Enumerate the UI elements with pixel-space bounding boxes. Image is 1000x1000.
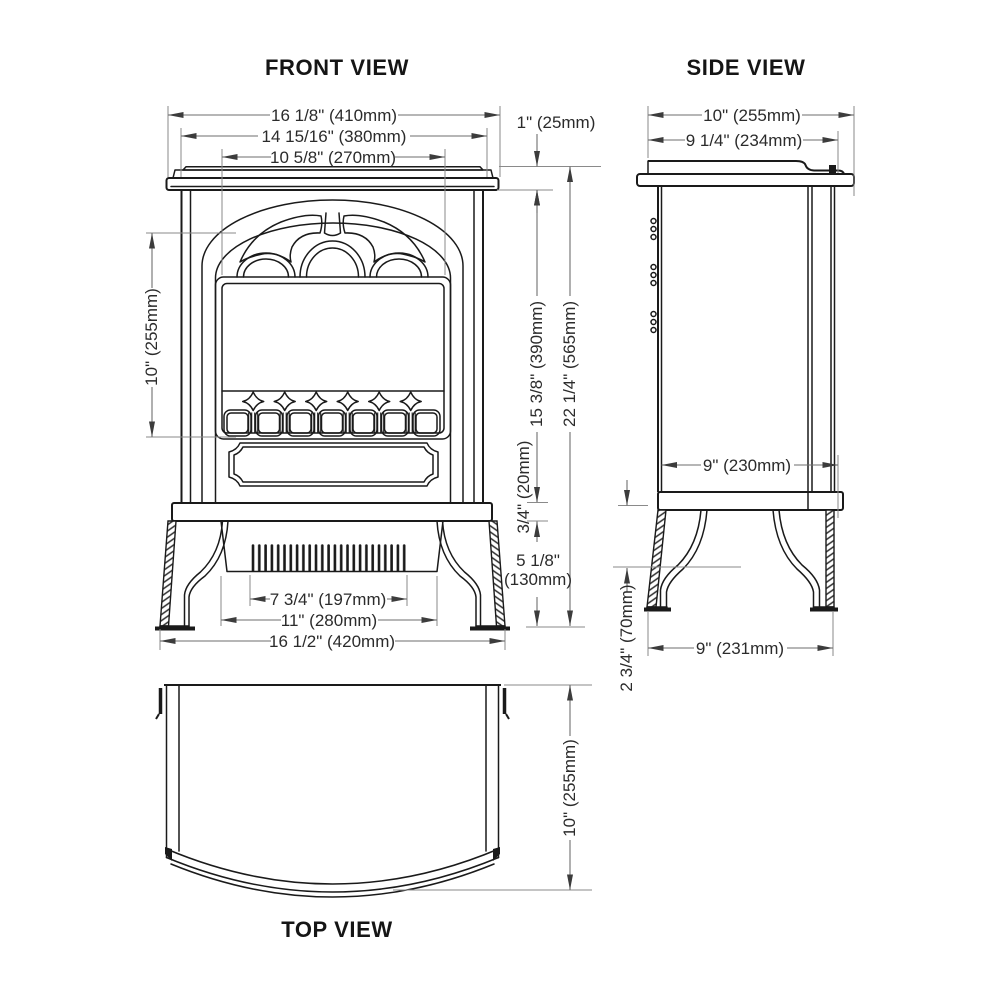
base-plate — [171, 502, 493, 522]
front-right-leg — [435, 519, 512, 631]
dim-front-window-height: 10" (255mm) — [142, 288, 161, 386]
dim-front-overall-width-top: 16 1/8" (410mm) — [271, 106, 397, 125]
dim-front-overall-width: 16 1/2" (420mm) — [269, 632, 395, 651]
side-base-plate — [657, 491, 844, 511]
dim-side-plate-depth: 9 1/4" (234mm) — [686, 131, 803, 150]
dim-side-overall-depth: 10" (255mm) — [703, 106, 801, 125]
front-left-leg — [155, 520, 229, 631]
fretwork-hatching — [248, 412, 416, 434]
dim-front-base-thickness: 3/4" (20mm) — [514, 441, 533, 534]
dim-front-base-width: 11" (280mm) — [281, 611, 377, 630]
side-top-plate — [636, 160, 855, 187]
heater-vent — [220, 520, 444, 573]
top-molding — [165, 166, 500, 191]
top-right-hinge — [502, 688, 510, 720]
fretwork — [223, 391, 441, 437]
front-view-drawing — [155, 166, 512, 631]
curved-front-edge — [165, 848, 500, 898]
top-view-title: TOP VIEW — [281, 917, 393, 942]
side-view-drawing — [636, 160, 855, 612]
arch-frame — [201, 199, 464, 504]
top-view-drawing — [155, 684, 510, 898]
side-dimensions: 10" (255mm) 9 1/4" (234mm) 9" (230mm) 2 … — [613, 106, 855, 692]
side-back-leg — [772, 509, 838, 612]
mounting-clips — [650, 217, 657, 334]
dim-front-body-height: 15 3/8" (390mm) — [527, 301, 546, 427]
front-view: FRONT VIEW — [142, 55, 601, 651]
dim-front-body-width: 14 15/16" (380mm) — [262, 127, 407, 146]
name-plaque — [228, 442, 439, 487]
dim-side-feet-depth: 9" (231mm) — [696, 639, 784, 658]
dim-front-leg-height-mm: (130mm) — [504, 570, 572, 589]
side-view-title: SIDE VIEW — [686, 55, 805, 80]
back-panel-tab — [829, 165, 836, 174]
front-view-title: FRONT VIEW — [265, 55, 409, 80]
fan-ornament — [236, 212, 429, 278]
dim-front-overall-height: 22 1/4" (565mm) — [560, 301, 579, 427]
front-dimensions: 16 1/8" (410mm) 14 15/16" (380mm) 10 5/8… — [142, 106, 601, 651]
side-body — [657, 185, 836, 493]
side-front-leg — [644, 509, 708, 612]
side-view: SIDE VIEW — [613, 55, 855, 692]
dim-front-heater-width: 7 3/4" (197mm) — [270, 590, 387, 609]
dim-front-window-width: 10 5/8" (270mm) — [270, 148, 396, 167]
top-left-hinge — [155, 688, 163, 720]
top-dimensions: 10" (255mm) — [393, 684, 592, 891]
dim-top-overall-depth: 10" (255mm) — [560, 739, 579, 837]
dim-side-leg-height: 2 3/4" (70mm) — [617, 584, 636, 691]
dim-front-top-thickness: 1" (25mm) — [517, 113, 596, 132]
dim-front-leg-height-in: 5 1/8" — [516, 551, 560, 570]
dim-side-body-depth: 9" (230mm) — [703, 456, 791, 475]
vent-slats — [250, 542, 407, 572]
top-view: TOP VIEW — [155, 684, 592, 942]
